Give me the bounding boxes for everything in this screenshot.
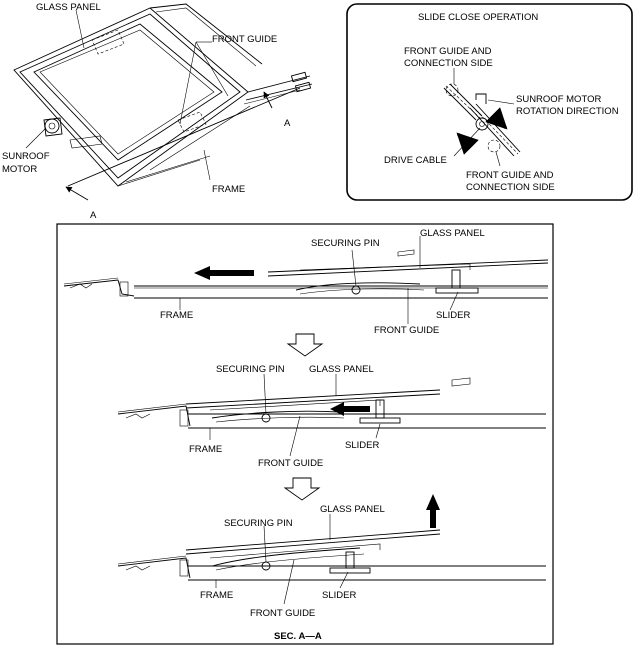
step-arrow-2 [283,477,321,501]
step2-label-slider: SLIDER [345,440,379,451]
section-caption: SEC. A—A [274,631,322,642]
inset-front-guide-top-line2: CONNECTION SIDE [404,58,493,69]
inset-drive-cable: DRIVE CABLE [384,155,447,166]
step2-label-front-guide: FRONT GUIDE [258,458,323,469]
section-box [56,223,554,645]
step1-label-front-guide: FRONT GUIDE [374,325,439,336]
label-frame: FRAME [212,184,245,195]
drive-cable-illustration [443,68,521,167]
sunroof-assembly-illustration [13,3,313,201]
label-glass-panel: GLASS PANEL [36,2,101,13]
step2-label-glass-panel: GLASS PANEL [309,364,374,375]
step3-label-frame: FRAME [200,590,233,601]
section-step1-illustration [63,236,549,324]
step1-label-securing-pin: SECURING PIN [311,238,380,249]
inset-title: SLIDE CLOSE OPERATION [418,12,538,23]
inset-front-guide-bottom-line2: CONNECTION SIDE [466,182,555,193]
section-step2-illustration [117,373,546,457]
label-section-a-lower: A [90,210,97,221]
step1-label-slider: SLIDER [436,310,470,321]
step3-label-front-guide: FRONT GUIDE [250,608,315,619]
inset-box [346,3,633,201]
step3-label-slider: SLIDER [322,590,356,601]
label-section-a-upper: A [284,118,291,129]
inset-front-guide-bottom-line1: FRONT GUIDE AND [466,170,554,181]
step2-label-securing-pin: SECURING PIN [216,364,285,375]
step-arrow-1 [286,333,324,357]
inset-front-guide-top-line1: FRONT GUIDE AND [404,46,492,57]
inset-motor-rotation-line2: ROTATION DIRECTION [516,106,619,117]
step2-label-frame: FRAME [189,444,222,455]
step3-label-securing-pin: SECURING PIN [224,518,293,529]
section-step3-illustration [117,494,546,605]
label-front-guide: FRONT GUIDE [212,34,277,45]
label-sunroof-motor-line2: MOTOR [2,164,37,175]
step1-label-frame: FRAME [160,310,193,321]
step1-label-glass-panel: GLASS PANEL [420,228,485,239]
label-sunroof-motor-line1: SUNROOF [2,151,50,162]
inset-motor-rotation-line1: SUNROOF MOTOR [516,94,601,105]
step3-label-glass-panel: GLASS PANEL [320,504,385,515]
